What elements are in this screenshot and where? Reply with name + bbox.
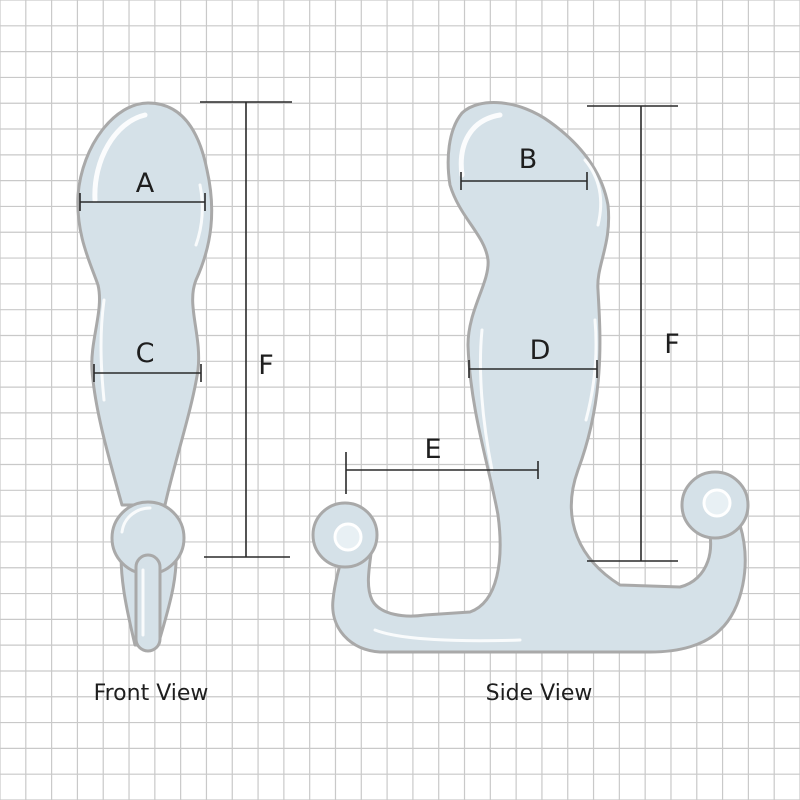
front-view-ball-highlight xyxy=(120,506,152,534)
dimension-e: E xyxy=(345,434,539,494)
front-view-highlight xyxy=(92,112,148,203)
front-view-stem xyxy=(134,553,162,653)
dimension-d: D xyxy=(468,335,598,378)
side-view-highlight xyxy=(458,112,503,178)
side-view-highlight xyxy=(478,328,494,472)
front-view-highlight xyxy=(99,298,106,402)
side-view-body xyxy=(331,101,747,654)
dimension-f-side: F xyxy=(587,105,680,562)
dimension-c: C xyxy=(93,338,202,382)
dimension-label-a: A xyxy=(136,168,155,199)
dimension-b: B xyxy=(460,144,588,190)
dimension-label-f-side: F xyxy=(664,329,680,360)
dimension-label-f-front: F xyxy=(258,350,274,381)
front-view-highlight xyxy=(194,183,204,247)
dimension-label-d: D xyxy=(530,335,551,366)
side-view-highlight xyxy=(373,628,522,643)
side-view-left-ball-dimple xyxy=(333,522,363,552)
front-view-caption: Front View xyxy=(94,681,209,706)
side-view-highlight xyxy=(584,318,598,422)
dimension-f-front: F xyxy=(200,101,292,558)
side-view-caption: Side View xyxy=(486,681,593,706)
side-view-highlight xyxy=(583,158,603,227)
dimension-label-b: B xyxy=(519,144,538,175)
dimension-a: A xyxy=(79,168,206,211)
front-view xyxy=(76,101,214,653)
side-view xyxy=(311,101,750,654)
dimension-label-e: E xyxy=(424,434,441,465)
dimension-label-c: C xyxy=(136,338,155,369)
side-view-right-ball-dimple xyxy=(702,488,732,518)
